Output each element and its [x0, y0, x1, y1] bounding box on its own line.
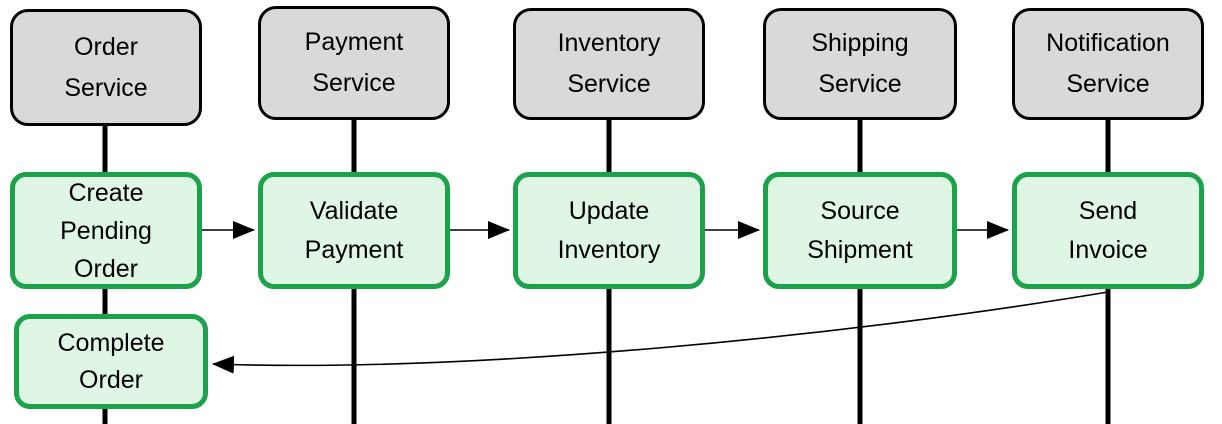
step-box-complete-order: Complete Order: [14, 314, 208, 409]
step-label-line: Inventory: [557, 235, 661, 264]
service-label-line: Payment: [304, 28, 404, 56]
step-label-line: Pending: [60, 216, 152, 245]
step-label-line: Order: [79, 365, 143, 394]
step-label-line: Update: [568, 196, 650, 225]
step-label-line: Complete: [57, 328, 165, 357]
service-box-order: Order Service: [10, 9, 202, 126]
step-box-validate-payment: Validate Payment: [258, 172, 450, 289]
service-label-line: Service: [1066, 70, 1150, 98]
step-label-line: Invoice: [1068, 235, 1148, 264]
service-label-line: Notification: [1046, 29, 1170, 57]
service-box-shipping: Shipping Service: [763, 8, 957, 120]
service-box-payment: Payment Service: [258, 6, 450, 120]
step-label-line: Payment: [304, 235, 404, 264]
step-box-create-pending-order: Create Pending Order: [10, 172, 202, 289]
return-arrow-send-invoice-to-complete-order: [212, 291, 1109, 374]
step-box-source-shipment: Source Shipment: [763, 172, 957, 289]
service-label-line: Order: [74, 32, 138, 61]
step-label-line: Shipment: [807, 235, 913, 264]
service-label-line: Inventory: [557, 29, 661, 57]
service-label-line: Shipping: [811, 29, 909, 57]
step-label-line: Source: [820, 196, 900, 225]
step-label-line: Create: [68, 178, 144, 207]
service-box-inventory: Inventory Service: [513, 8, 705, 120]
service-label-line: Service: [64, 73, 148, 102]
service-label-line: Service: [567, 70, 651, 98]
step-box-send-invoice: Send Invoice: [1012, 172, 1204, 289]
service-label-line: Service: [312, 69, 396, 97]
step-label-line: Validate: [309, 196, 399, 225]
step-label-line: Order: [74, 254, 138, 283]
step-box-update-inventory: Update Inventory: [513, 172, 705, 289]
step-label-line: Send: [1078, 196, 1138, 225]
service-box-notification: Notification Service: [1012, 8, 1204, 120]
service-label-line: Service: [818, 70, 902, 98]
